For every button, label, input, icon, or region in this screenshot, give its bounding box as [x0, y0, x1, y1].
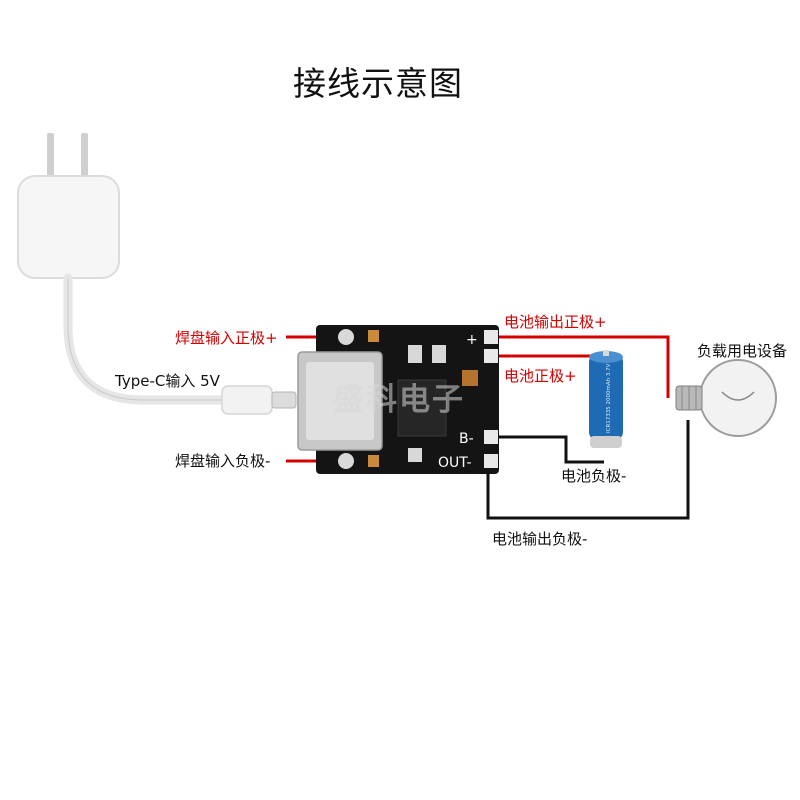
led-indicator — [462, 370, 478, 386]
smd-component-3 — [408, 448, 422, 462]
plug-prong-left — [47, 133, 54, 181]
charger-ic — [397, 379, 447, 437]
pad-in-positive — [338, 329, 354, 345]
light-bulb — [675, 359, 777, 437]
pin-label-outminus: OUT- — [438, 455, 472, 471]
bulb-glass — [699, 359, 777, 437]
label-load-device: 负载用电设备 — [697, 342, 788, 360]
adapter-body — [17, 175, 120, 279]
pad-in-negative — [338, 453, 354, 469]
wire-bat-out-neg — [486, 420, 690, 520]
plug-prong-right — [81, 133, 88, 181]
pin-label-plus: + — [466, 332, 478, 348]
resistor-top — [368, 330, 379, 342]
battery-body — [589, 354, 623, 440]
usb-c-plug-tip — [271, 391, 297, 409]
label-battery-output-positive: 电池输出正极+ — [504, 313, 607, 331]
label-battery-output-negative: 电池输出负极- — [492, 530, 588, 548]
label-pad-input-positive: 焊盘输入正极+ — [175, 329, 278, 347]
smd-component-1 — [408, 345, 422, 363]
label-typec-input: Type-C输入 5V — [115, 372, 220, 390]
bulb-filament — [721, 391, 755, 401]
battery-print: ICR17335 2000mAh 3.7V — [606, 363, 612, 433]
label-battery-negative: 电池负极- — [561, 467, 627, 485]
pin-pad-outminus — [484, 454, 498, 468]
usb-cable-edge — [67, 278, 222, 401]
negative-wires — [486, 420, 690, 520]
charger-adapter — [17, 133, 120, 279]
battery-negative-end — [590, 436, 622, 448]
usb-c-plug-housing — [221, 385, 273, 415]
label-pad-input-negative: 焊盘输入负极- — [175, 452, 271, 470]
pin-pad-bplus — [484, 349, 498, 363]
smd-component-2 — [432, 345, 446, 363]
pin-pad-plus — [484, 330, 498, 344]
positive-wires — [286, 335, 670, 463]
watermark-logo: 盛科电子 — [333, 382, 465, 418]
battery-positive-cap — [603, 350, 609, 356]
resistor-bottom — [368, 455, 379, 467]
label-battery-positive: 电池正极+ — [504, 367, 577, 385]
pin-pad-bminus — [484, 430, 498, 444]
battery-top — [589, 351, 623, 363]
wire-bat-out-pos — [492, 335, 670, 398]
charger-board: + B- OUT- — [297, 325, 499, 474]
pin-label-bminus: B- — [459, 431, 474, 447]
wire-bat-neg — [492, 435, 604, 464]
usb-c-port-face — [306, 362, 374, 440]
battery: ICR17335 2000mAh 3.7V — [589, 350, 623, 448]
page-title: 接线示意图 — [293, 64, 463, 103]
